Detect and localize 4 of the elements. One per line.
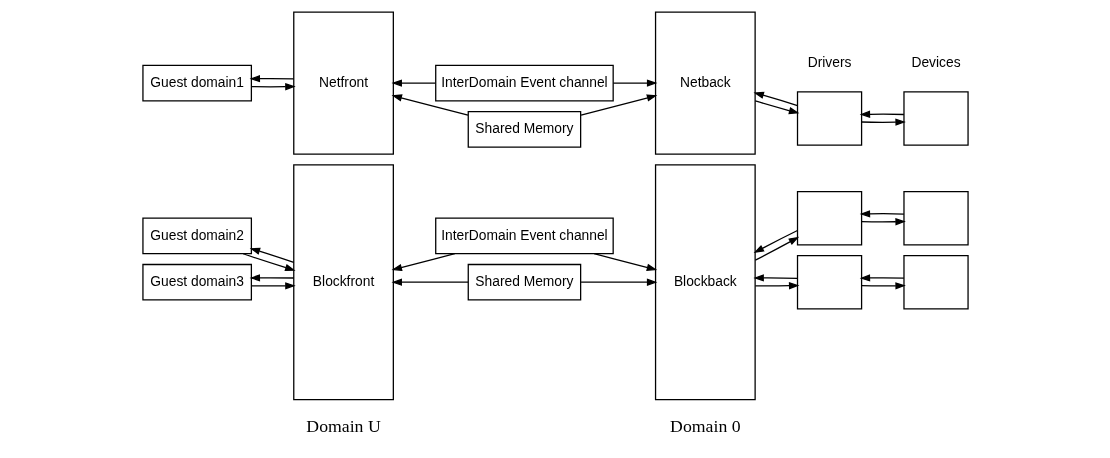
label: Domain U	[305, 416, 381, 437]
label: Drivers	[807, 55, 851, 71]
label: Devices	[910, 55, 961, 71]
label: Domain 0	[669, 416, 741, 437]
